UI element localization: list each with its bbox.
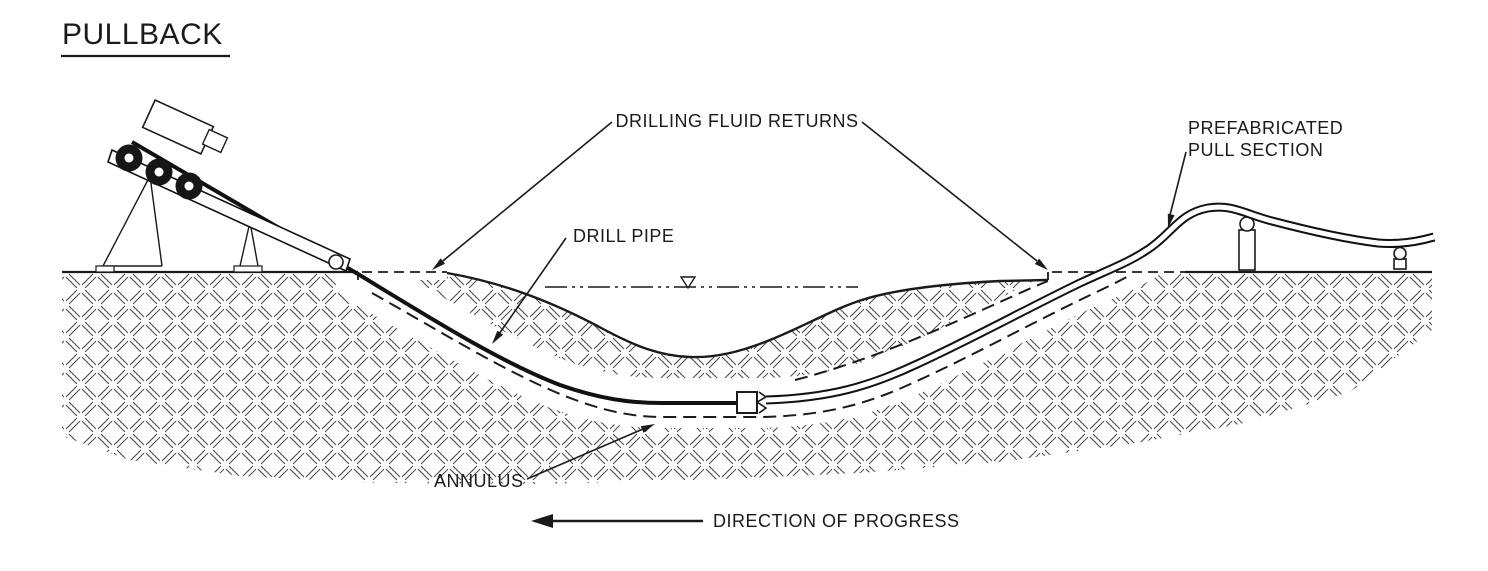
label-annulus: ANNULUS bbox=[434, 471, 524, 491]
page-title: PULLBACK bbox=[62, 18, 223, 51]
small-roller-stand bbox=[1393, 258, 1407, 270]
drill-pipe-line bbox=[130, 140, 737, 405]
leader-line bbox=[442, 121, 613, 262]
swivel-reamer bbox=[736, 391, 768, 414]
leader-arrowhead bbox=[640, 424, 655, 433]
rig-engine-box bbox=[141, 99, 215, 155]
leader-line bbox=[498, 237, 567, 335]
pull-pipe-bore bbox=[765, 204, 1435, 403]
leader-arrowhead bbox=[1034, 258, 1048, 270]
water-level-icon bbox=[679, 276, 697, 290]
annulus-lower-dashed bbox=[371, 273, 1133, 418]
rig-mast bbox=[107, 148, 351, 273]
annulus-borehole bbox=[371, 273, 1133, 418]
callout-prefabricated-pull-section: PREFABRICATED PULL SECTION bbox=[1167, 118, 1343, 228]
ground-surface bbox=[62, 270, 1432, 280]
label-drill-pipe: DRILL PIPE bbox=[573, 226, 674, 246]
rig-wheels bbox=[115, 144, 203, 200]
leader-line bbox=[1169, 151, 1187, 216]
swivel-zigzag bbox=[755, 391, 768, 414]
callout-drilling-fluid-returns: DRILLING FLUID RETURNS bbox=[432, 111, 1048, 270]
direction-of-progress: DIRECTION OF PROGRESS bbox=[531, 511, 960, 531]
rig-mast-roller bbox=[328, 254, 344, 270]
tall-roller-stand bbox=[1238, 229, 1256, 271]
pipe-rollers bbox=[1238, 216, 1407, 271]
rig-carriage-box bbox=[201, 128, 229, 154]
label-drilling-fluid-returns: DRILLING FLUID RETURNS bbox=[615, 111, 858, 131]
callout-drill-pipe: DRILL PIPE bbox=[492, 226, 674, 344]
rig-foot-right bbox=[233, 265, 263, 273]
leader-line bbox=[861, 121, 1038, 262]
swivel-box bbox=[736, 391, 758, 414]
water-level bbox=[545, 276, 858, 290]
annulus-upper-dashed bbox=[794, 280, 1049, 381]
leader-arrowhead bbox=[432, 258, 445, 270]
label-prefabricated-line1: PREFABRICATED bbox=[1188, 118, 1343, 138]
river-bottom-profile bbox=[446, 271, 1049, 359]
callout-annulus: ANNULUS bbox=[434, 424, 655, 491]
leader-arrowhead bbox=[492, 330, 504, 344]
label-direction-of-progress: DIRECTION OF PROGRESS bbox=[713, 511, 960, 531]
title-block: PULLBACK bbox=[61, 18, 230, 58]
drill-rig bbox=[95, 99, 351, 273]
leader-arrowhead bbox=[1167, 213, 1175, 228]
direction-arrow-icon bbox=[531, 514, 553, 528]
small-roller-wheel bbox=[1393, 246, 1407, 261]
leader-line bbox=[526, 428, 644, 480]
rig-foot-left bbox=[95, 265, 115, 273]
pull-section-pipe bbox=[765, 202, 1436, 405]
label-prefabricated-line2: PULL SECTION bbox=[1188, 140, 1323, 160]
